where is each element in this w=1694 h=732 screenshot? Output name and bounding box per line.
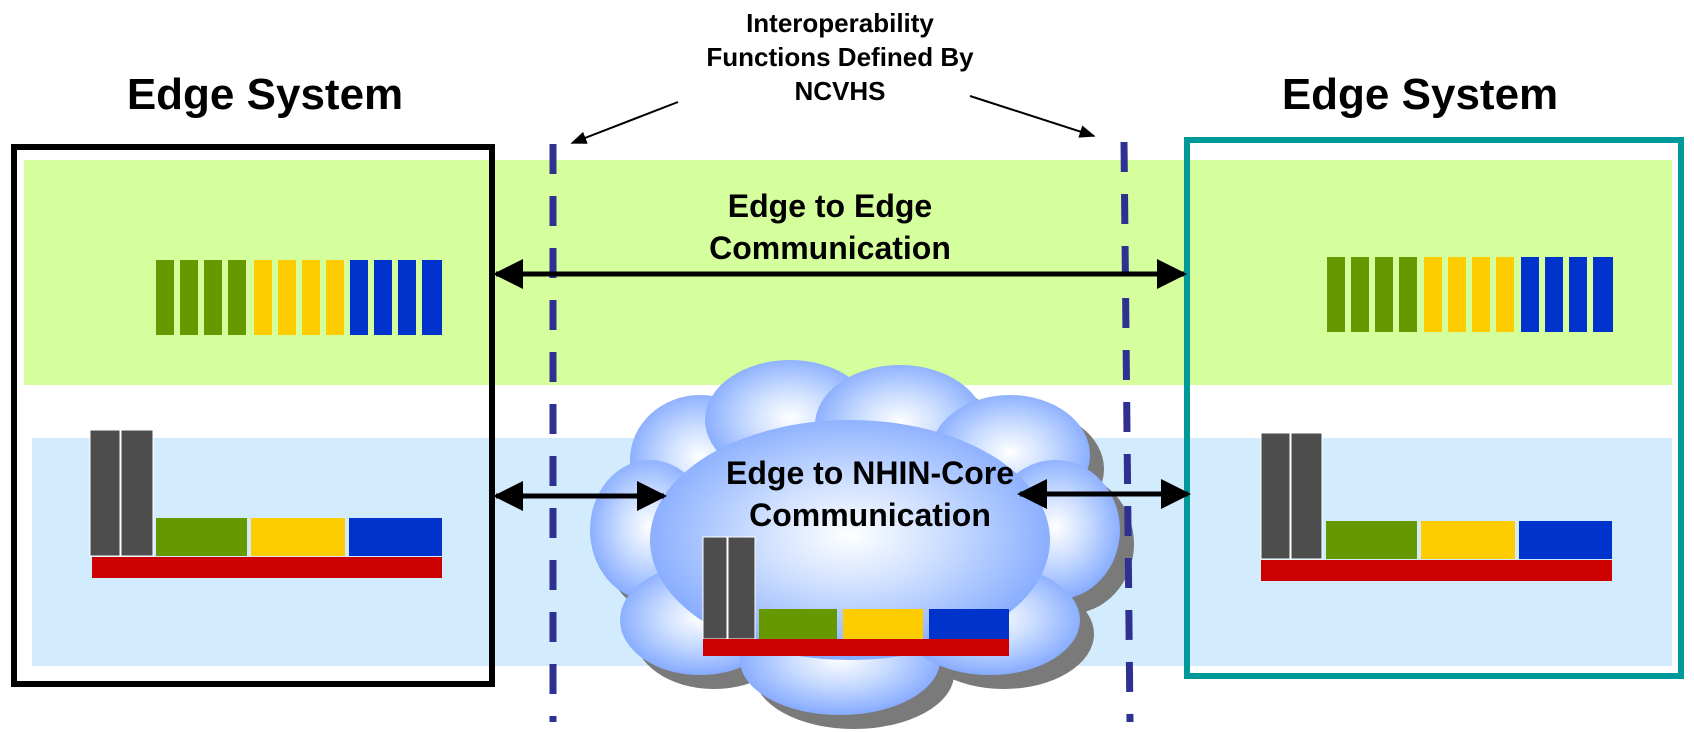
edge-to-core-label: Edge to NHIN-Core Communication [680, 452, 1060, 536]
interoperability-callout: Interoperability Functions Defined By NC… [660, 6, 1020, 108]
callout-line-2: Functions Defined By [706, 42, 974, 72]
nhin-core-cloud [590, 360, 1120, 715]
left-edge-system-box [11, 144, 495, 687]
callout-line-3: NCVHS [794, 76, 886, 106]
right-edge-system-box [1184, 137, 1684, 679]
right-application-bars [1327, 257, 1613, 332]
left-application-bars [156, 260, 442, 335]
left-edge-system-title: Edge System [126, 70, 404, 119]
callout-arrow-left [570, 101, 679, 144]
edge-to-edge-line-2: Communication [709, 230, 951, 266]
edge-to-core-line-1: Edge to NHIN-Core [726, 455, 1014, 491]
right-boundary-dashed-line [1120, 141, 1134, 723]
callout-arrow-right [969, 95, 1096, 138]
edge-to-edge-line-1: Edge to Edge [727, 188, 933, 224]
right-infrastructure-stack [1260, 432, 1612, 581]
edge-to-edge-label: Edge to Edge Communication [660, 185, 1000, 269]
edge-to-core-line-2: Communication [749, 497, 991, 533]
core-infrastructure-stack [702, 536, 1009, 656]
left-infrastructure-stack [89, 429, 442, 578]
callout-line-1: Interoperability [746, 8, 934, 38]
right-edge-system-title: Edge System [1281, 70, 1559, 119]
